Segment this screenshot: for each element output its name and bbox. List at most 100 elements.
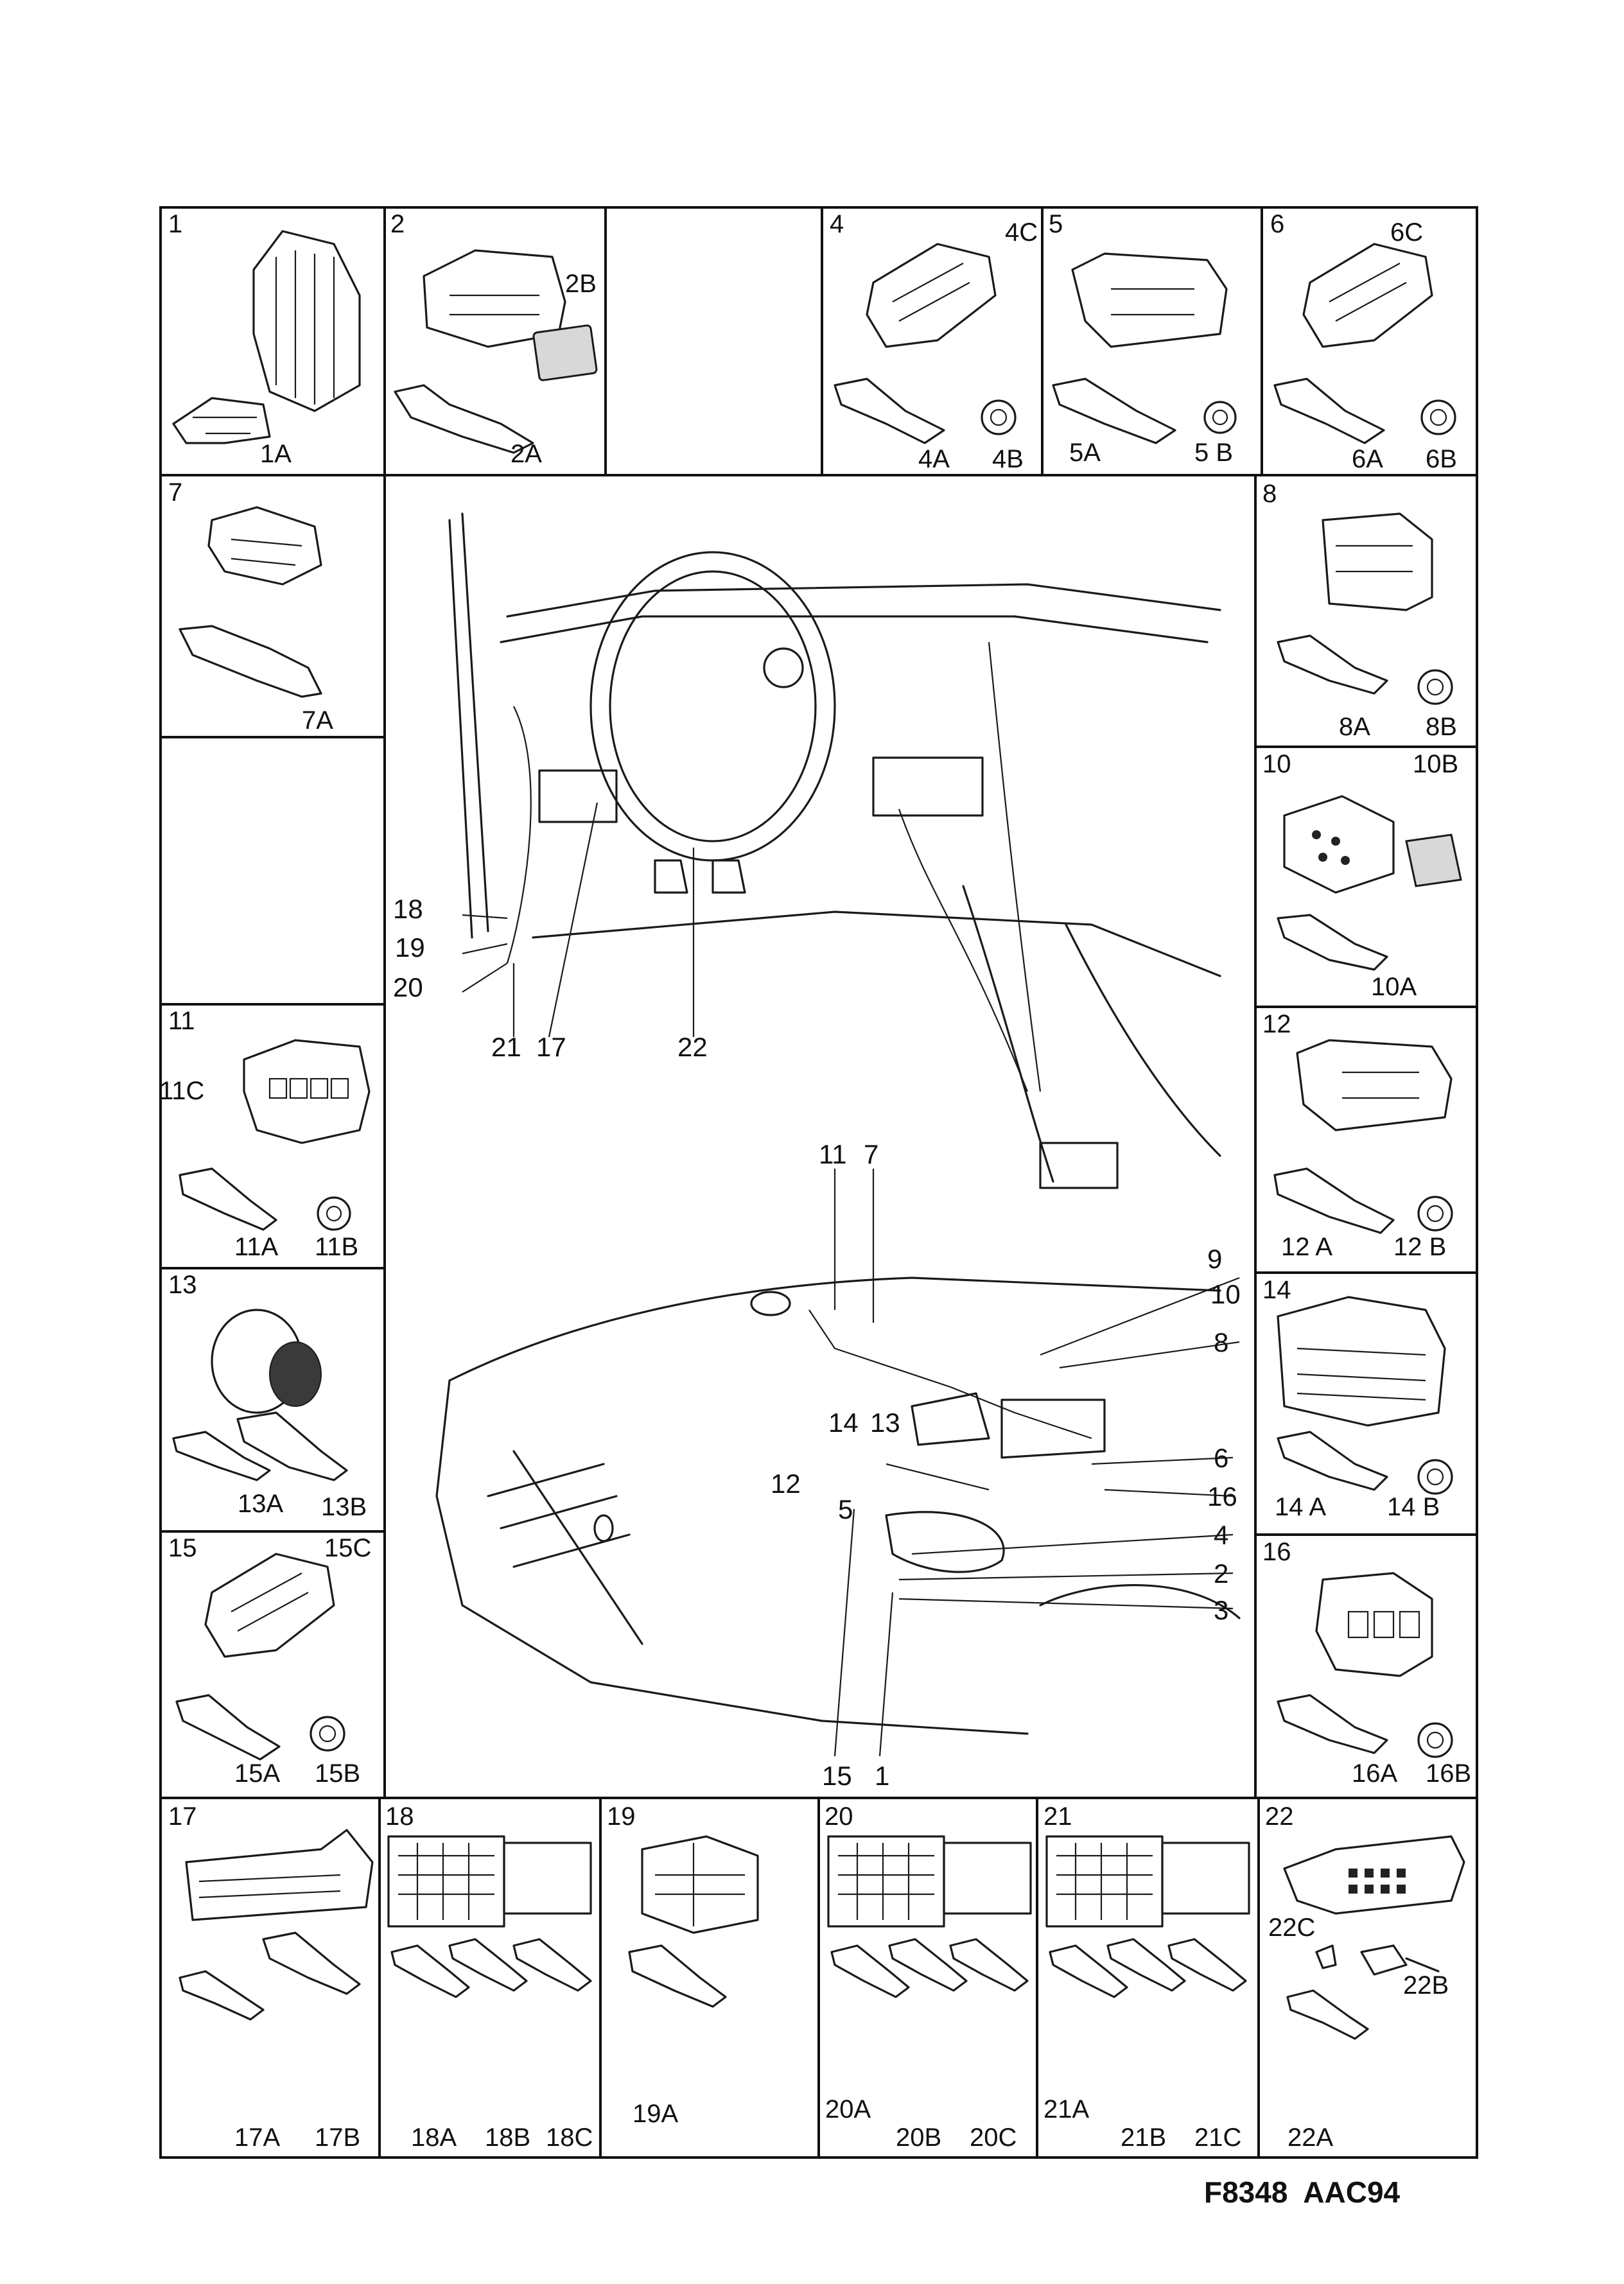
part-label-17b: 17B [315, 2123, 360, 2152]
grid-frame [159, 206, 1478, 2159]
part-label-11c: 11C [159, 1077, 204, 1105]
cell-numbers: 1 2 4 5 6 7 8 10 11 12 13 14 15 16 17 18… [168, 210, 1294, 1831]
part-label-8b: 8B [1426, 713, 1457, 741]
part-label-12a: 12 A [1281, 1233, 1332, 1261]
part-label-22a: 22A [1288, 2123, 1333, 2152]
callout-numbers: 18 19 20 21 17 22 11 7 9 10 8 14 13 12 5… [393, 894, 1241, 1791]
part-label-13b: 13B [321, 1493, 367, 1521]
connector-7-drawing [179, 506, 322, 698]
part-label-20a: 20A [825, 2095, 871, 2123]
callout-18: 18 [393, 894, 423, 924]
callout-6: 6 [1214, 1443, 1228, 1473]
connector-8-drawing [1277, 512, 1453, 705]
callout-12: 12 [771, 1469, 801, 1499]
connector-22-drawing [1283, 1835, 1465, 2040]
connector-4-drawing [834, 243, 1017, 444]
callout-10: 10 [1210, 1279, 1241, 1309]
part-label-11b: 11B [315, 1233, 358, 1261]
callout-16: 16 [1207, 1481, 1237, 1512]
part-label-20b: 20B [896, 2123, 941, 2152]
part-label-14a: 14 A [1275, 1493, 1326, 1521]
part-label-4a: 4A [918, 445, 950, 473]
part-labels: 1A 2B 2A 4C 4A 4B 5A 5 B 6C 6A 6B 7A 8A … [159, 218, 1471, 2152]
callout-14: 14 [828, 1408, 859, 1438]
callout-leaders [462, 802, 1240, 1757]
part-label-16b: 16B [1426, 1759, 1471, 1788]
callout-17: 17 [536, 1032, 566, 1062]
cell-5-number: 5 [1049, 210, 1063, 238]
callout-8: 8 [1214, 1327, 1228, 1357]
part-label-14b: 14 B [1387, 1493, 1440, 1521]
part-label-2a: 2A [511, 440, 542, 468]
part-label-5b: 5 B [1194, 439, 1233, 467]
connector-15-drawing [175, 1553, 345, 1761]
part-label-15a: 15A [234, 1759, 280, 1788]
callout-2: 2 [1214, 1558, 1228, 1589]
part-label-5a: 5A [1069, 439, 1101, 467]
cell-21-number: 21 [1043, 1802, 1072, 1831]
cell-13-number: 13 [168, 1271, 197, 1299]
callout-11: 11 [819, 1139, 847, 1169]
cell-2-number: 2 [390, 210, 405, 238]
cell-10-number: 10 [1262, 750, 1291, 778]
part-label-4b: 4B [992, 445, 1024, 473]
connector-16-drawing [1277, 1572, 1453, 1758]
part-label-16a: 16A [1352, 1759, 1397, 1788]
callout-5: 5 [838, 1494, 853, 1524]
connector-5-drawing [1052, 252, 1237, 444]
part-label-21c: 21C [1194, 2123, 1241, 2152]
cell-15-number: 15 [168, 1534, 197, 1562]
cell-12-number: 12 [1262, 1010, 1291, 1038]
part-label-18c: 18C [546, 2123, 593, 2152]
connector-19-drawing [628, 1835, 759, 2008]
connector-6-drawing [1273, 243, 1456, 444]
connector-13-drawing [172, 1309, 348, 1481]
part-label-12b: 12 B [1393, 1233, 1446, 1261]
part-label-6c: 6C [1390, 218, 1423, 247]
callout-3: 3 [1214, 1595, 1228, 1625]
connector-18-drawing [387, 1835, 592, 1998]
connector-2-drawing [394, 249, 598, 454]
part-label-6a: 6A [1352, 445, 1383, 473]
cell-6-number: 6 [1270, 210, 1284, 238]
callout-7: 7 [864, 1139, 878, 1169]
callout-19: 19 [395, 932, 425, 963]
cell-17-number: 17 [168, 1802, 197, 1831]
part-label-1a: 1A [260, 440, 292, 468]
part-label-2b: 2B [565, 270, 597, 298]
cell-20-number: 20 [825, 1802, 853, 1831]
cell-8-number: 8 [1262, 480, 1277, 508]
cell-7-number: 7 [168, 478, 182, 507]
part-label-10a: 10A [1371, 973, 1417, 1001]
callout-21: 21 [491, 1032, 521, 1062]
part-label-4c: 4C [1005, 218, 1038, 247]
cell-1-number: 1 [168, 210, 182, 238]
callout-4: 4 [1214, 1520, 1228, 1550]
connector-1-drawing [172, 230, 361, 444]
cell-19-number: 19 [607, 1802, 636, 1831]
part-label-17a: 17A [234, 2123, 280, 2152]
callout-9: 9 [1207, 1244, 1222, 1274]
part-label-8a: 8A [1339, 713, 1370, 741]
part-label-21b: 21B [1121, 2123, 1166, 2152]
part-label-7a: 7A [302, 706, 333, 735]
callout-22: 22 [677, 1032, 708, 1062]
part-label-21a: 21A [1043, 2095, 1089, 2123]
callout-13: 13 [870, 1408, 900, 1438]
connector-14-drawing [1277, 1296, 1453, 1495]
connector-12-drawing [1273, 1039, 1453, 1234]
cell-11-number: 11 [168, 1007, 195, 1035]
part-label-22b: 22B [1403, 1971, 1449, 2000]
part-label-13a: 13A [238, 1490, 283, 1518]
callout-20: 20 [393, 972, 423, 1002]
part-label-15c: 15C [324, 1534, 371, 1562]
cell-22-number: 22 [1265, 1802, 1294, 1831]
part-label-22c: 22C [1268, 1914, 1315, 1942]
cell-16-number: 16 [1262, 1538, 1291, 1566]
connector-21-drawing [1045, 1835, 1250, 1998]
drawing-code: F8348 AAC94 [1204, 2175, 1401, 2209]
part-label-18a: 18A [411, 2123, 457, 2152]
connector-20-drawing [827, 1835, 1032, 1998]
connector-10-drawing [1277, 795, 1462, 971]
